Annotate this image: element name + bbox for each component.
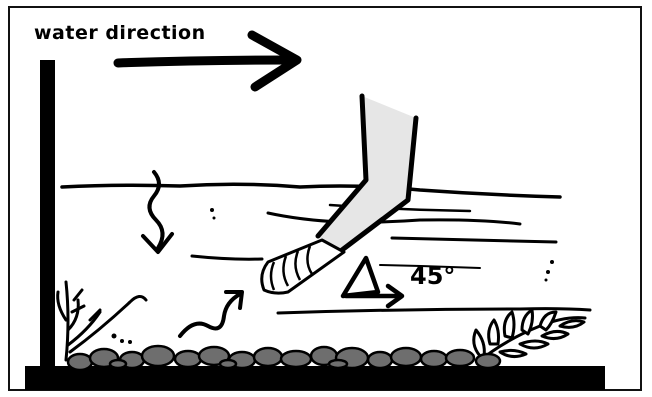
siphon-tube <box>262 96 416 293</box>
squiggly-up-arrow-icon <box>180 292 242 336</box>
tank-bottom <box>25 366 605 390</box>
water-direction-label: water direction <box>34 22 206 44</box>
angle-label: 45° <box>410 262 455 290</box>
tank-left-wall <box>40 60 55 372</box>
